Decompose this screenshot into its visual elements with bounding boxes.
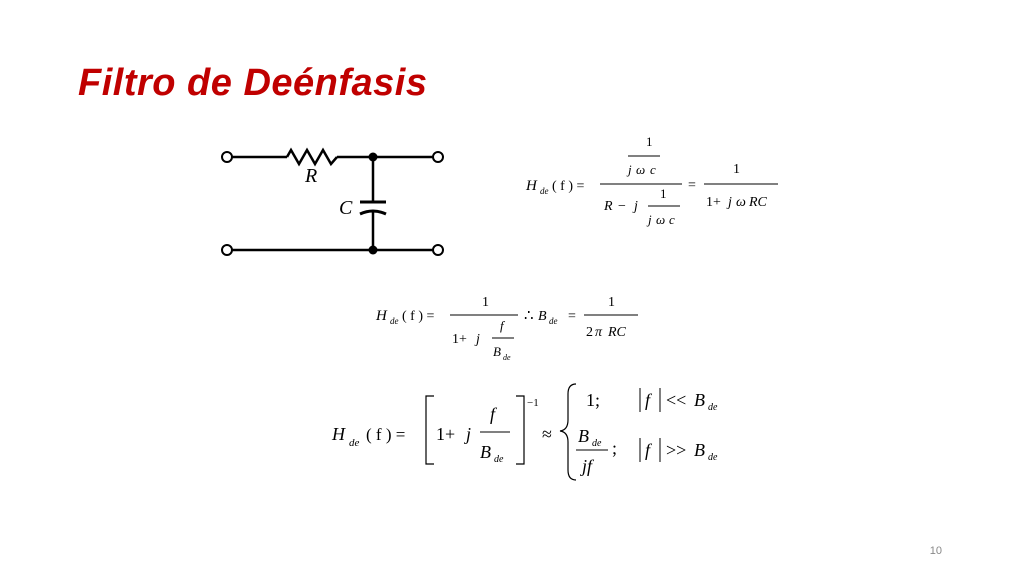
eq1-den-minus: − xyxy=(618,199,626,214)
eq1-argument: ( f ) = xyxy=(552,179,584,194)
eq1-num-den-c: c xyxy=(650,162,656,177)
eq2-argument: ( f ) = xyxy=(402,309,434,324)
eq3-left-bracket xyxy=(425,395,434,465)
eq3-argument: ( f ) = xyxy=(366,425,405,444)
eq1-num-one: 1 xyxy=(646,134,653,149)
page-number: 10 xyxy=(929,545,942,557)
eq3-right-bracket xyxy=(516,395,525,465)
eq3-approx: ≈ xyxy=(542,424,552,444)
eq3-B: B xyxy=(480,442,491,462)
eq2-result-den-pi: π xyxy=(595,325,603,340)
eq1-den-one: 1 xyxy=(660,186,667,201)
terminal-top-right xyxy=(432,151,444,163)
eq3-case2-operator: >> xyxy=(666,440,686,460)
eq1-den-R: R xyxy=(603,199,613,214)
eq2-B-subscript: de xyxy=(549,316,558,326)
terminal-bottom-left xyxy=(221,244,233,256)
eq1-result-den-RC: RC xyxy=(748,195,768,210)
eq2-result-den-2: 2 xyxy=(586,325,593,340)
eq1-result-den-1: 1+ xyxy=(706,195,721,210)
equation-transfer-function-rc: H de ( f ) = 1 j ω c R − j 1 j ω c = 1 1… xyxy=(525,134,778,227)
eq3-case2-den: jf xyxy=(580,456,595,476)
eq3-case1-value: 1; xyxy=(586,390,600,410)
eq1-subscript: de xyxy=(540,186,549,196)
terminal-bottom-right xyxy=(432,244,444,256)
eq1-equals: = xyxy=(688,178,696,193)
eq3-case2-f: f xyxy=(645,440,653,460)
eq3-exponent: −1 xyxy=(527,397,539,409)
eq1-den-den-c: c xyxy=(669,212,675,227)
eq2-subscript: de xyxy=(390,316,399,326)
eq3-case1-f: f xyxy=(645,390,653,410)
eq3-case2-num-B: B xyxy=(578,426,589,446)
eq1-result-num: 1 xyxy=(733,162,740,177)
eq2-den-B-subscript: de xyxy=(503,353,511,362)
eq2-result-den-RC: RC xyxy=(607,325,627,340)
eq2-num: 1 xyxy=(482,295,489,310)
eq3-B-subscript: de xyxy=(494,454,504,465)
eq2-den-j: j xyxy=(474,332,480,347)
slide-title: Filtro de Deénfasis xyxy=(78,62,428,104)
eq1-num-den-omega: ω xyxy=(636,162,645,177)
eq3-one-plus: 1+ xyxy=(436,424,455,444)
eq2-H: H xyxy=(375,308,388,324)
equation-deemphasis-bandwidth: H de ( f ) = 1 1+ j f B de ∴ B de = 1 2 … xyxy=(375,295,638,362)
resistor-symbol xyxy=(285,147,338,167)
eq3-subscript: de xyxy=(349,437,360,449)
terminal-top-left xyxy=(221,151,233,163)
eq3-j: j xyxy=(464,424,471,444)
junction-bottom xyxy=(368,245,378,255)
eq2-den-1: 1+ xyxy=(452,332,467,347)
eq3-case2-B: B xyxy=(694,440,705,460)
eq2-equals: = xyxy=(568,309,576,324)
eq3-case2-B-subscript: de xyxy=(708,452,718,463)
eq3-H: H xyxy=(331,424,346,444)
eq3-cases-brace xyxy=(559,383,577,481)
eq1-num-den-j: j xyxy=(626,162,632,177)
eq1-den-j: j xyxy=(632,199,638,214)
eq3-case2-semicolon: ; xyxy=(612,438,617,458)
eq3-f: f xyxy=(490,404,498,424)
equation-deemphasis-approximation: H de ( f ) = 1+ j f B de −1 ≈ 1; f << B … xyxy=(331,383,718,481)
eq2-den-B: B xyxy=(493,344,501,359)
eq1-den-den-omega: ω xyxy=(656,212,665,227)
eq1-result-den-omega: ω xyxy=(736,195,746,210)
eq1-result-den-j: j xyxy=(726,195,732,210)
rc-circuit-diagram: R C xyxy=(221,147,444,256)
eq3-case1-B: B xyxy=(694,390,705,410)
eq1-H: H xyxy=(525,178,538,194)
eq3-case1-B-subscript: de xyxy=(708,402,718,413)
eq1-den-den-j: j xyxy=(646,212,652,227)
eq2-result-num: 1 xyxy=(608,295,615,310)
eq2-therefore: ∴ xyxy=(524,308,534,324)
eq3-case2-num-subscript: de xyxy=(592,438,602,449)
eq2-den-f: f xyxy=(500,318,506,333)
resistor-label: R xyxy=(304,165,317,187)
capacitor-label: C xyxy=(339,197,353,219)
eq2-B: B xyxy=(538,309,547,324)
eq3-case1-operator: << xyxy=(666,390,686,410)
